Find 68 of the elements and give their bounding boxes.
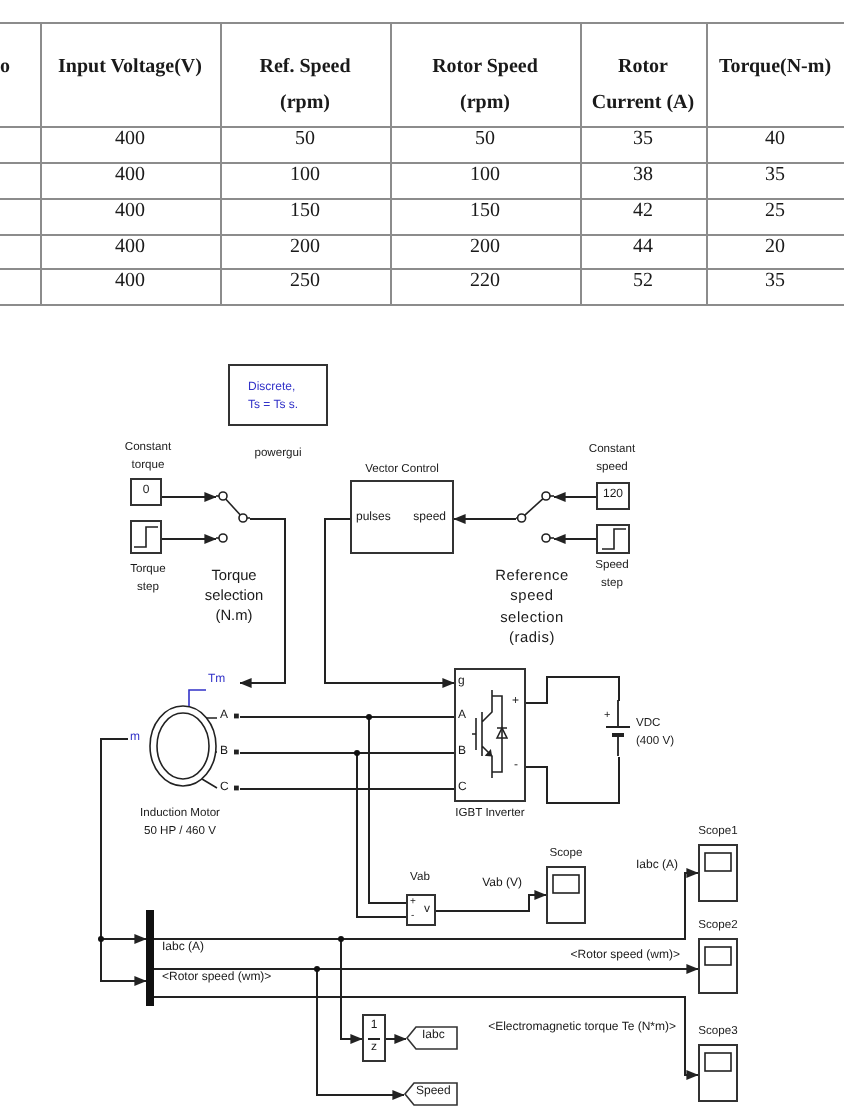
table-cell: 200 <box>290 235 320 259</box>
table-cell: 100 <box>290 163 320 187</box>
signal-arrow <box>161 534 217 544</box>
table-cell: 50 <box>295 127 315 151</box>
table-cell: 400 <box>115 163 145 187</box>
bus-bar <box>146 910 154 1006</box>
scope-block <box>698 1044 738 1102</box>
wire <box>525 676 620 704</box>
table-cell: 40 <box>765 127 785 151</box>
table-cell: 250 <box>290 269 320 293</box>
table-cell: 25 <box>765 199 785 223</box>
table-cell: 35 <box>765 269 785 293</box>
table-cell: 42 <box>633 199 653 223</box>
table-header: Torque(N-m) <box>716 54 834 82</box>
wire <box>239 716 407 904</box>
table-cell: 44 <box>633 235 653 259</box>
table-header: Ref. Speed (rpm) <box>257 54 353 118</box>
signal-arrow <box>324 518 455 688</box>
voltage-meter-block <box>406 894 436 926</box>
step-block <box>130 520 162 554</box>
table-cell: 35 <box>633 127 653 151</box>
table-cell: 150 <box>290 199 320 223</box>
goto-tag <box>406 1026 458 1050</box>
signal-arrow <box>161 492 217 502</box>
table-cell: 35 <box>765 163 785 187</box>
motor-symbol <box>128 670 240 796</box>
table-cell: 52 <box>633 269 653 293</box>
signal-arrow <box>239 518 286 688</box>
signal-arrow <box>385 1034 407 1044</box>
table-header: Rotor Speed (rpm) <box>430 54 540 118</box>
table-cell: 150 <box>470 199 500 223</box>
switch-symbol <box>516 488 554 548</box>
table-cell: 400 <box>115 127 145 151</box>
table-cell: 400 <box>115 199 145 223</box>
signal-arrow <box>453 514 517 524</box>
wire <box>525 756 620 804</box>
delay-block <box>362 1014 386 1062</box>
wire <box>239 752 407 918</box>
table-cell: 50 <box>475 127 495 151</box>
scope-block <box>698 938 738 994</box>
signal-arrow <box>553 534 597 544</box>
signal-arrow <box>435 890 547 912</box>
signal-arrow <box>153 968 405 1100</box>
table-cell: 20 <box>765 235 785 259</box>
scope-block <box>698 844 738 902</box>
inverter-block <box>454 668 526 802</box>
table-header: Input Voltage(V) <box>56 54 204 82</box>
switch-symbol <box>216 488 250 548</box>
scope-block <box>546 866 586 924</box>
table-header: o <box>0 54 10 82</box>
table-cell: 220 <box>470 269 500 293</box>
goto-tag <box>404 1082 458 1106</box>
control-block <box>350 480 454 554</box>
table-cell: 100 <box>470 163 500 187</box>
constant-block <box>596 482 630 510</box>
wire <box>239 788 455 790</box>
constant-block <box>130 478 162 506</box>
table-cell: 200 <box>470 235 500 259</box>
battery-symbol <box>604 700 632 756</box>
table-header: Rotor Current (A) <box>589 54 697 118</box>
table-cell: 400 <box>115 235 145 259</box>
solver-block <box>228 364 328 426</box>
table-cell: 38 <box>633 163 653 187</box>
signal-arrow <box>100 738 147 986</box>
signal-arrow <box>153 938 363 1044</box>
signal-arrow <box>553 492 597 502</box>
table-cell: 400 <box>115 269 145 293</box>
signal-arrow <box>153 996 699 1080</box>
